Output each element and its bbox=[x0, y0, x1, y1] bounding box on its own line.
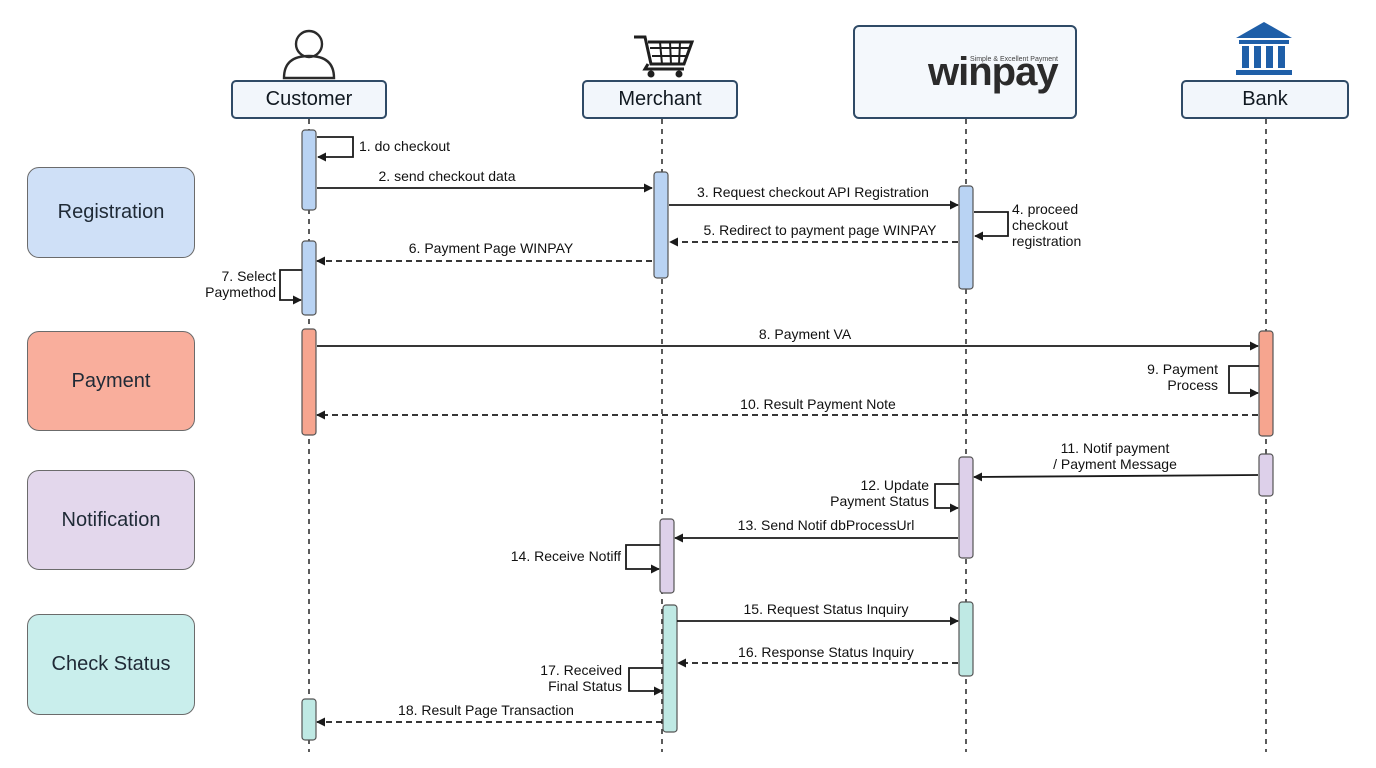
message-label-12: 12. Update Payment Status bbox=[830, 477, 929, 509]
message-arrow-9 bbox=[1228, 365, 1259, 398]
message-arrow-7 bbox=[279, 269, 302, 305]
actor-label: Merchant bbox=[618, 88, 702, 110]
message-label-6: 6. Payment Page WINPAY bbox=[408, 240, 574, 256]
phase-notification: Notification bbox=[27, 470, 195, 570]
actor-winpay bbox=[853, 25, 1077, 119]
merchant-activation-3 bbox=[662, 604, 678, 733]
actor-customer: Customer bbox=[231, 80, 387, 119]
message-label-10: 10. Result Payment Note bbox=[740, 396, 896, 412]
message-label-4: 4. proceed checkout registration bbox=[1012, 201, 1082, 249]
winpay-activation-1 bbox=[958, 185, 974, 290]
actor-merchant: Merchant bbox=[582, 80, 738, 119]
phase-label: Notification bbox=[61, 508, 161, 531]
bank-icon bbox=[1236, 22, 1292, 75]
phase-label: Payment bbox=[71, 369, 151, 392]
message-label-3: 3. Request checkout API Registration bbox=[697, 184, 929, 200]
message-label-8: 8. Payment VA bbox=[758, 326, 852, 342]
message-arrow-17 bbox=[628, 667, 663, 696]
message-label-13: 13. Send Notif dbProcessUrl bbox=[737, 517, 915, 533]
message-label-18: 18. Result Page Transaction bbox=[398, 702, 574, 718]
message-label-17: 17. Received Final Status bbox=[540, 662, 622, 694]
phase-registration: Registration bbox=[27, 167, 195, 258]
bank-activation-1 bbox=[1258, 330, 1274, 437]
winpay-wordmark: winpay bbox=[928, 50, 1059, 94]
message-arrow-1 bbox=[317, 136, 354, 162]
customer-activation-2 bbox=[301, 240, 317, 316]
message-label-14: 14. Receive Notiff bbox=[510, 548, 621, 564]
customer-activation-3 bbox=[301, 328, 317, 436]
message-label-5: 5. Redirect to payment page WINPAY bbox=[703, 222, 937, 238]
winpay-activation-3 bbox=[958, 601, 974, 677]
message-label-2: 2. send checkout data bbox=[378, 168, 516, 184]
winpay-activation-2 bbox=[958, 456, 974, 559]
phase-label: Registration bbox=[57, 201, 165, 223]
message-label-15: 15. Request Status Inquiry bbox=[743, 601, 909, 617]
customer-activation-4 bbox=[301, 698, 317, 741]
phase-check-status: Check Status bbox=[27, 614, 195, 715]
actor-bank: Bank bbox=[1181, 80, 1349, 119]
activation-bars bbox=[301, 129, 1274, 741]
actor-label: Bank bbox=[1242, 88, 1288, 110]
message-label-1: 1. do checkout bbox=[359, 138, 451, 154]
merchant-activation-2 bbox=[659, 518, 675, 594]
message-arrow-4 bbox=[974, 211, 1009, 241]
message-label-9: 9. Payment Process bbox=[1147, 361, 1218, 393]
message-arrow-12 bbox=[934, 483, 959, 513]
message-arrows bbox=[279, 136, 1259, 727]
phase-label: Check Status bbox=[51, 653, 171, 675]
bank-activation-2 bbox=[1258, 453, 1274, 497]
message-arrow-14 bbox=[625, 544, 660, 574]
phase-payment: Payment bbox=[27, 331, 195, 431]
shopping-cart-icon bbox=[634, 35, 695, 78]
winpay-tagline: Simple & Excellent Payment bbox=[970, 56, 1058, 63]
customer-activation-1 bbox=[301, 129, 317, 211]
message-label-7: 7. Select Paymethod bbox=[205, 268, 276, 300]
message-arrow-11 bbox=[973, 472, 1259, 482]
actor-label: Customer bbox=[265, 88, 353, 110]
message-label-16: 16. Response Status Inquiry bbox=[738, 644, 914, 660]
message-label-11: 11. Notif payment / Payment Message bbox=[1053, 440, 1177, 472]
merchant-activation-1 bbox=[653, 171, 669, 279]
person-icon bbox=[282, 29, 336, 80]
